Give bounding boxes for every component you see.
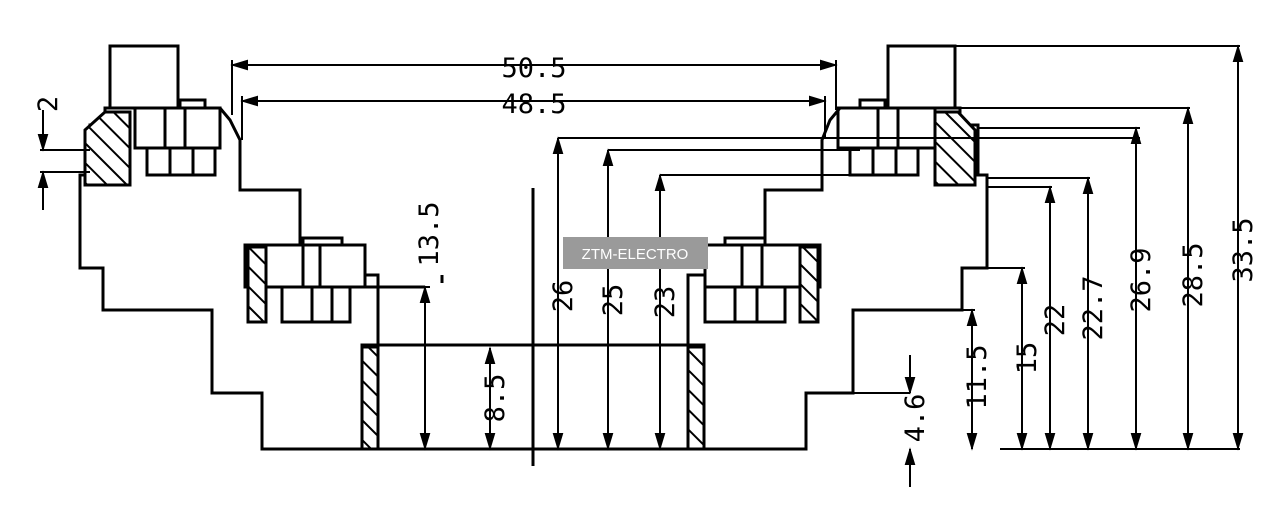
hatched-sections: [83, 110, 977, 451]
dim-4-6: 4.6: [900, 394, 931, 443]
dim-8-5: 8.5: [480, 374, 511, 423]
dim-11-5: 11.5: [962, 344, 993, 409]
dim-33-5: 33.5: [1228, 217, 1259, 282]
dim-width-outer: 50.5: [501, 53, 566, 84]
dim-26: 26: [548, 280, 579, 313]
dim-22: 22: [1040, 304, 1071, 337]
dim-width-inner: 48.5: [501, 89, 566, 120]
dim-22-7: 22.7: [1078, 275, 1109, 340]
dim-26-9: 26.9: [1126, 247, 1157, 312]
dim-25: 25: [598, 284, 629, 317]
dim-15: 15: [1012, 342, 1043, 375]
watermark-text: ZTM-ELECTRO: [582, 246, 689, 263]
watermark: ZTM-ELECTRO: [563, 237, 708, 269]
dim-13-5: 13.5: [414, 201, 445, 266]
dim-lip: 2: [33, 96, 64, 112]
dim-23: 23: [650, 286, 681, 319]
dim-28-5: 28.5: [1178, 242, 1209, 307]
dimension-lines: [37, 44, 1244, 487]
